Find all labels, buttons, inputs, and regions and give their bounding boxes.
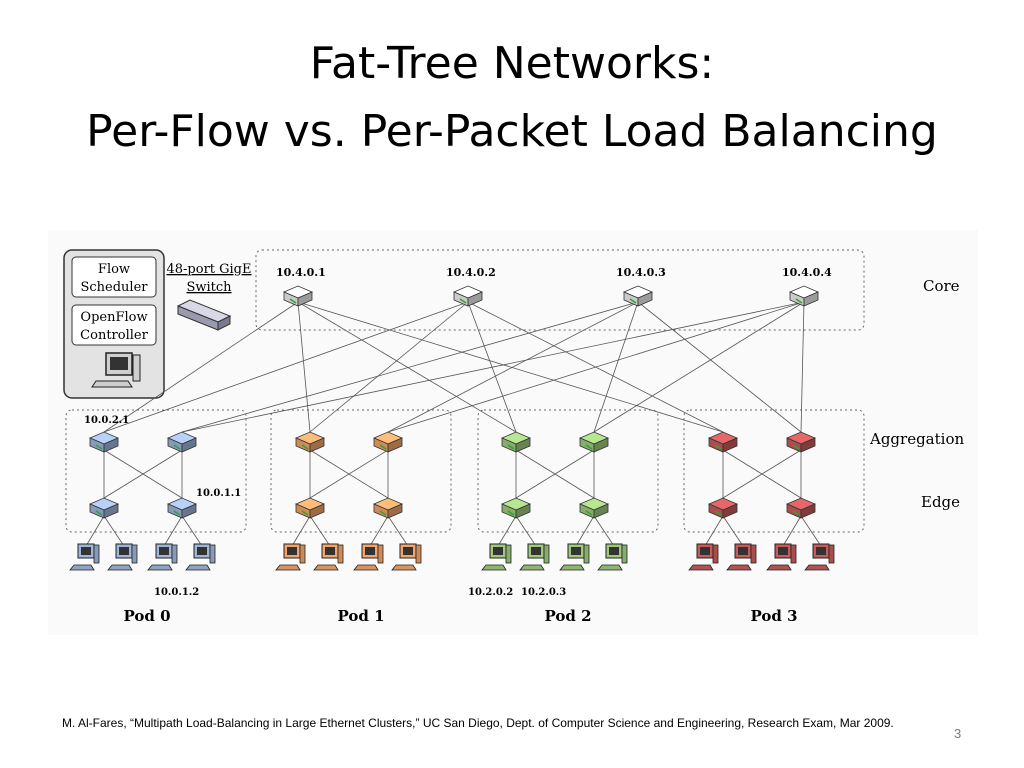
slide-title-line-2: Per-Flow vs. Per-Packet Load Balancing <box>86 106 938 157</box>
edge-pod0-ip: 10.0.1.1 <box>196 488 241 499</box>
pod1-edge-switch-2 <box>372 497 404 519</box>
pod2-host-1 <box>481 543 512 571</box>
pod1-host-3 <box>353 543 384 571</box>
pod3-group-box <box>683 409 865 533</box>
pod1-host-1 <box>275 543 306 571</box>
pod2-edge-switch-2 <box>578 497 610 519</box>
pod3-host-3 <box>766 543 797 571</box>
pod3-host-1 <box>688 543 719 571</box>
layer-label-aggregation: Aggregation <box>869 430 964 448</box>
host-pod0-ip: 10.0.1.2 <box>154 587 199 598</box>
core-group-box <box>255 249 865 331</box>
agg-pod0-ip: 10.0.2.1 <box>84 415 129 426</box>
pod-label-3: Pod 3 <box>750 607 797 625</box>
slide-number: 3 <box>954 726 962 741</box>
pod0-host-2 <box>107 543 138 571</box>
computer-icon <box>91 352 141 388</box>
flow-scheduler-label-2: Scheduler <box>80 280 148 295</box>
core-switch-1 <box>282 285 314 307</box>
slide-title-line-1: Fat-Tree Networks: <box>309 38 715 89</box>
pod2-host-3 <box>559 543 590 571</box>
pod0-host-3 <box>147 543 178 571</box>
pod3-edge-switch-2 <box>785 497 817 519</box>
citation: M. Al-Fares, “Multipath Load-Balancing i… <box>62 716 894 730</box>
layer-label-core: Core <box>923 277 960 295</box>
pod1-host-4 <box>391 543 422 571</box>
flow-scheduler-label-1: Flow <box>98 262 130 277</box>
48-port-switch-icon <box>176 299 232 331</box>
layer-label-edge: Edge <box>921 493 960 511</box>
pod-label-1: Pod 1 <box>337 607 384 625</box>
switch-label-line2: Switch <box>186 280 232 295</box>
core-ip-4: 10.4.0.4 <box>782 266 832 279</box>
pod0-edge-switch-1 <box>88 497 120 519</box>
pod-label-0: Pod 0 <box>123 607 170 625</box>
core-switch-3 <box>622 285 654 307</box>
pod0-edge-switch-2 <box>166 497 198 519</box>
flow-scheduler-box <box>71 256 157 298</box>
openflow-controller-box <box>71 304 157 346</box>
pod2-edge-switch-1 <box>500 497 532 519</box>
host-pod2-ip-b: 10.2.0.3 <box>521 587 566 598</box>
core-ip-3: 10.4.0.3 <box>616 266 666 279</box>
fat-tree-diagram: Flow Scheduler OpenFlow Controller 48-po… <box>48 230 978 635</box>
pod0-host-1 <box>69 543 100 571</box>
pod2-host-4 <box>597 543 628 571</box>
core-switch-2 <box>452 285 484 307</box>
pod2-agg-switch-2 <box>578 431 610 453</box>
core-ip-2: 10.4.0.2 <box>446 266 496 279</box>
core-ip-1: 10.4.0.1 <box>276 266 326 279</box>
pod3-agg-switch-1 <box>707 431 739 453</box>
pod3-agg-switch-2 <box>785 431 817 453</box>
pod0-agg-switch-1 <box>88 431 120 453</box>
switch-label-line1: 48-port GigE <box>166 262 251 277</box>
openflow-controller-label-2: Controller <box>80 328 148 343</box>
host-pod2-ip-a: 10.2.0.2 <box>468 587 513 598</box>
pod-label-2: Pod 2 <box>544 607 591 625</box>
openflow-controller-label-1: OpenFlow <box>80 310 147 325</box>
pod1-edge-switch-1 <box>294 497 326 519</box>
pod1-host-2 <box>313 543 344 571</box>
pod2-agg-switch-1 <box>500 431 532 453</box>
pod1-group-box <box>270 409 452 533</box>
pod1-agg-switch-1 <box>294 431 326 453</box>
core-switch-4 <box>788 285 820 307</box>
pod1-agg-switch-2 <box>372 431 404 453</box>
pod3-host-2 <box>726 543 757 571</box>
pod2-host-2 <box>519 543 550 571</box>
pod3-host-4 <box>804 543 835 571</box>
pod3-edge-switch-1 <box>707 497 739 519</box>
pod2-group-box <box>477 409 659 533</box>
pod0-agg-switch-2 <box>166 431 198 453</box>
pod0-group-box <box>65 409 247 533</box>
pod0-host-4 <box>185 543 216 571</box>
